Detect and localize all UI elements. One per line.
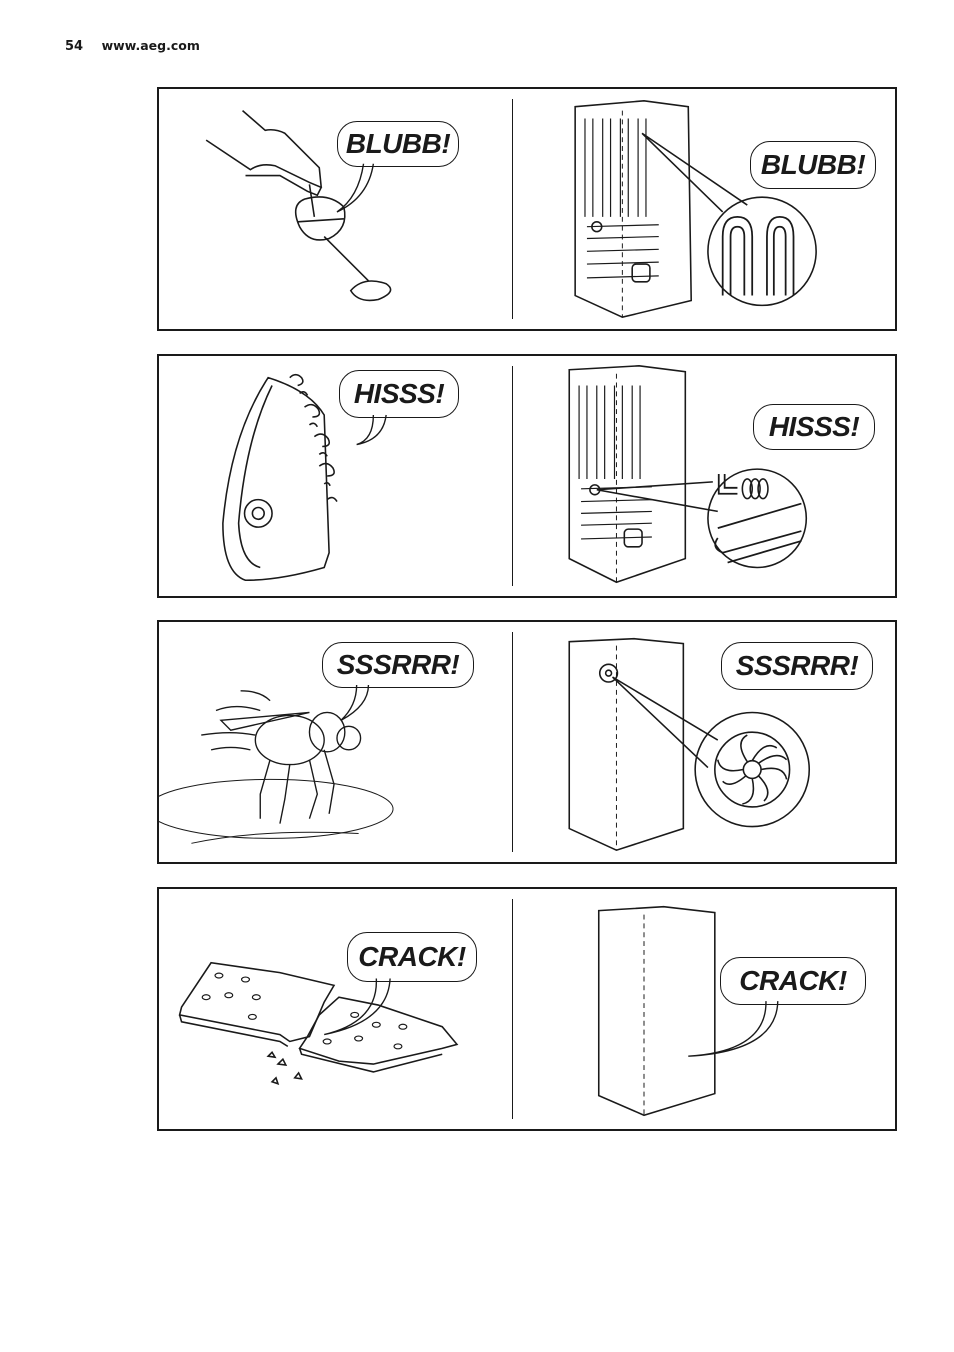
- illustration-breaking-cracker: CRACK!: [159, 889, 512, 1129]
- panel-blubb: BLUBB! BLUBB!: [157, 87, 897, 331]
- speech-bubble: HISSS!: [339, 370, 459, 418]
- bubble-tail-icon: [324, 978, 391, 1036]
- bubble-tail-icon: [336, 163, 375, 213]
- refrigerator-icon: [597, 905, 716, 1117]
- illustration-refrigerator-coils: BLUBB!: [513, 89, 895, 329]
- iron-icon: [222, 373, 338, 582]
- panel-divider: [512, 366, 513, 586]
- speech-bubble: SSSRRR!: [721, 642, 873, 690]
- illustration-buzzing-fly: SSSRRR!: [159, 622, 512, 862]
- illustration-refrigerator-fan: SSSRRR!: [513, 622, 895, 862]
- panel-crack: CRACK! CRACK!: [157, 887, 897, 1131]
- refrigerator-icon: [568, 637, 811, 852]
- refrigerator-icon: [568, 365, 808, 584]
- illustration-steam-iron: HISSS!: [159, 356, 512, 596]
- panel-divider: [512, 899, 513, 1119]
- speech-bubble: BLUBB!: [750, 141, 876, 189]
- panel-divider: [512, 632, 513, 852]
- bubble-tail-icon: [356, 414, 387, 446]
- panel-hisss: HISSS! HISSS!: [157, 354, 897, 598]
- page-header: 54 www.aeg.com: [65, 38, 200, 54]
- speech-bubble: CRACK!: [720, 957, 866, 1005]
- speech-bubble: HISSS!: [753, 404, 875, 450]
- website-url: www.aeg.com: [101, 38, 200, 53]
- panel-divider: [512, 99, 513, 319]
- page-number: 54: [65, 39, 84, 54]
- wine-glass-icon: [205, 110, 392, 302]
- speech-bubble: CRACK!: [347, 932, 477, 982]
- illustration-wine-pouring: BLUBB!: [159, 89, 512, 329]
- speech-bubble: BLUBB!: [337, 121, 459, 167]
- illustration-refrigerator-cabinet: CRACK!: [513, 889, 895, 1129]
- fly-icon: [159, 690, 394, 844]
- panel-sssrrr: SSSRRR! SSSRRR!: [157, 620, 897, 864]
- speech-bubble: SSSRRR!: [322, 642, 474, 688]
- bubble-tail-icon: [340, 684, 370, 721]
- bubble-tail-icon: [688, 1001, 779, 1057]
- illustration-refrigerator-coil-spring: HISSS!: [513, 356, 895, 596]
- refrigerator-icon: [574, 100, 817, 319]
- cracker-icon: [178, 961, 459, 1085]
